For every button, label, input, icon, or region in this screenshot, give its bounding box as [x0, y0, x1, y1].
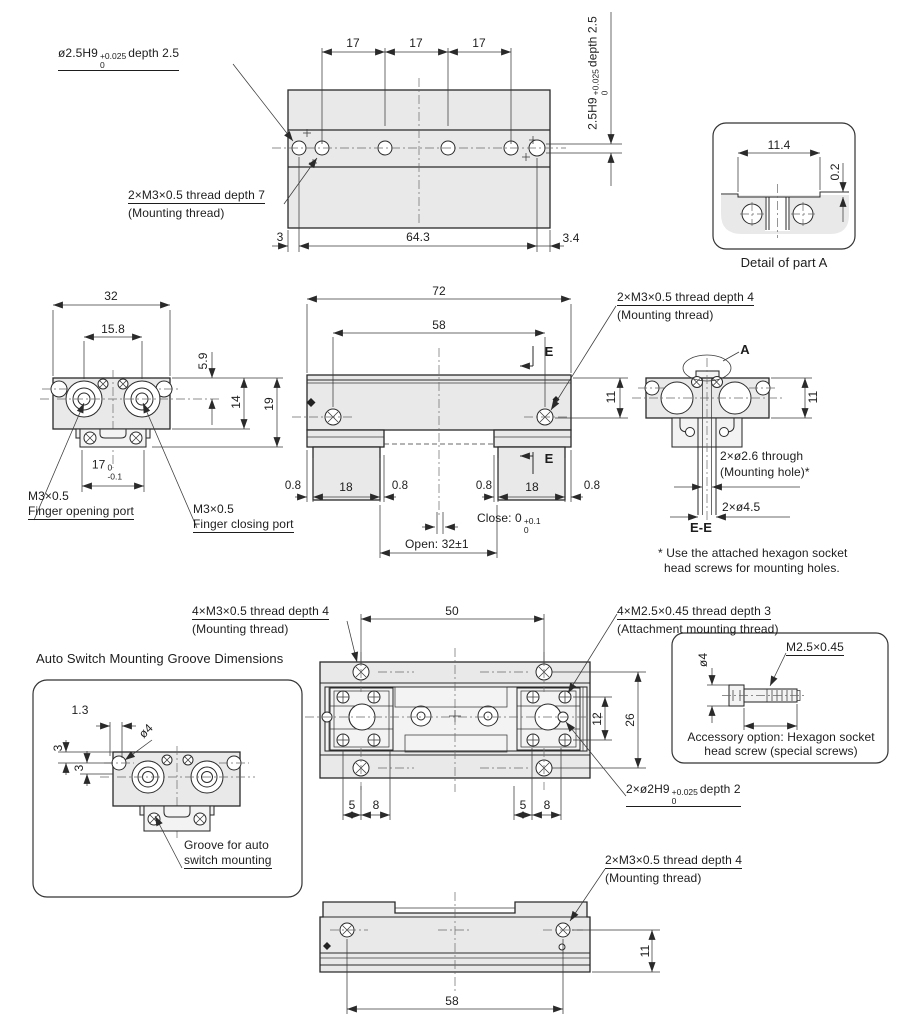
dim-72: 72: [432, 283, 446, 298]
open-dimension: Open: 32±1: [405, 537, 469, 551]
dim-14: 14: [228, 395, 243, 409]
dim-0-2: 0.2: [827, 163, 842, 181]
view-section-ee: [632, 351, 812, 524]
finger-opening-port-label: Finger opening port: [28, 504, 134, 521]
auto-switch-title: Auto Switch Mounting Groove Dimensions: [36, 651, 284, 666]
section-e-top: E: [544, 344, 554, 360]
section-ee-caption: E-E: [690, 520, 712, 536]
plan-mounting-thread-callout: 4×M3×0.5 thread depth 4: [192, 604, 330, 621]
accessory-caption-line2: head screw (special screws): [704, 743, 858, 758]
dim-0-8: 0.8: [391, 480, 409, 493]
mounting-thread-4-callout: 2×M3×0.5 thread depth 4: [617, 290, 755, 307]
dim-0-8: 0.8: [475, 480, 493, 493]
dim-18: 18: [339, 479, 353, 494]
finger-closing-port-thread: M3×0.5: [193, 502, 234, 516]
detail-a-caption: Detail of part A: [740, 255, 828, 271]
dim-3: 3: [50, 744, 65, 752]
accessory-caption: Accessory option: Hexagon socket: [687, 729, 875, 744]
dim-17: 17: [409, 35, 423, 50]
view-accessory: [671, 632, 889, 764]
dim-5: 5: [519, 797, 527, 812]
dim-26: 26: [622, 713, 637, 727]
dim-64-3: 64.3: [406, 229, 430, 244]
view-detail-a: [712, 122, 856, 250]
mounting-hole-callout-line2: (Mounting hole)*: [720, 465, 810, 479]
finger-opening-port-thread: M3×0.5: [28, 489, 69, 503]
dim-5-9: 5.9: [195, 352, 210, 370]
dim-1-3: 1.3: [71, 702, 89, 717]
attachment-thread-callout-line2: (Attachment mounting thread): [617, 622, 779, 636]
dim-3: 3: [276, 229, 284, 244]
hex-screw-note: * Use the attached hexagon socket: [658, 546, 848, 560]
mounting-hole-callout: 2×ø2.6 through: [720, 449, 804, 463]
dim-32: 32: [104, 288, 118, 303]
screw-thread-callout: M2.5×0.45: [786, 640, 844, 657]
view-bottom: [319, 868, 660, 1014]
view-front-left: [33, 301, 283, 529]
dim-11: 11: [603, 390, 618, 404]
attachment-thread-callout: 4×M2.5×0.45 thread depth 3: [617, 604, 772, 621]
counterbore-callout: 2×ø4.5: [722, 500, 761, 514]
dim-8: 8: [372, 797, 380, 812]
dim-18: 18: [525, 479, 539, 494]
dim-12: 12: [589, 712, 604, 726]
dim-58: 58: [445, 993, 459, 1008]
dim-3: 3: [71, 764, 86, 772]
bottom-mounting-thread-callout: 2×M3×0.5 thread depth 4: [605, 853, 743, 870]
dim-50: 50: [445, 603, 459, 618]
dim-screw-dia4: ø4: [695, 652, 710, 668]
mounting-thread-callout: 2×M3×0.5 thread depth 7: [128, 188, 266, 205]
bottom-mounting-thread-callout-line2: (Mounting thread): [605, 871, 702, 885]
dim-17: 17: [472, 35, 486, 50]
mounting-thread-callout-line2: (Mounting thread): [128, 206, 225, 220]
groove-label-line2: switch mounting: [184, 853, 272, 870]
dim-19: 19: [261, 397, 276, 411]
plan-mounting-thread-callout-line2: (Mounting thread): [192, 622, 289, 636]
view-front-center: [292, 295, 628, 558]
hex-screw-note-line2: head screws for mounting holes.: [664, 561, 840, 575]
dim-0-8: 0.8: [583, 480, 601, 493]
dim-11: 11: [805, 390, 820, 404]
dim-8: 8: [543, 797, 551, 812]
view-auto-switch: [32, 679, 303, 898]
detail-a-marker: A: [740, 342, 750, 358]
dim-58: 58: [432, 317, 446, 332]
dim-0-8: 0.8: [284, 480, 302, 493]
dim-3-4: 3.4: [562, 230, 580, 245]
mounting-thread-4-callout-line2: (Mounting thread): [617, 308, 714, 322]
dim-11: 11: [637, 944, 652, 958]
dim-17: 17: [346, 35, 360, 50]
dim-15-8: 15.8: [101, 321, 125, 336]
section-e-bottom: E: [544, 451, 554, 467]
view-plan: [305, 613, 646, 820]
groove-label: Groove for auto: [184, 838, 269, 852]
view-top-strip: [232, 12, 622, 252]
finger-closing-port-label: Finger closing port: [193, 517, 294, 534]
dim-5: 5: [348, 797, 356, 812]
dim-11-4: 11.4: [767, 137, 791, 152]
